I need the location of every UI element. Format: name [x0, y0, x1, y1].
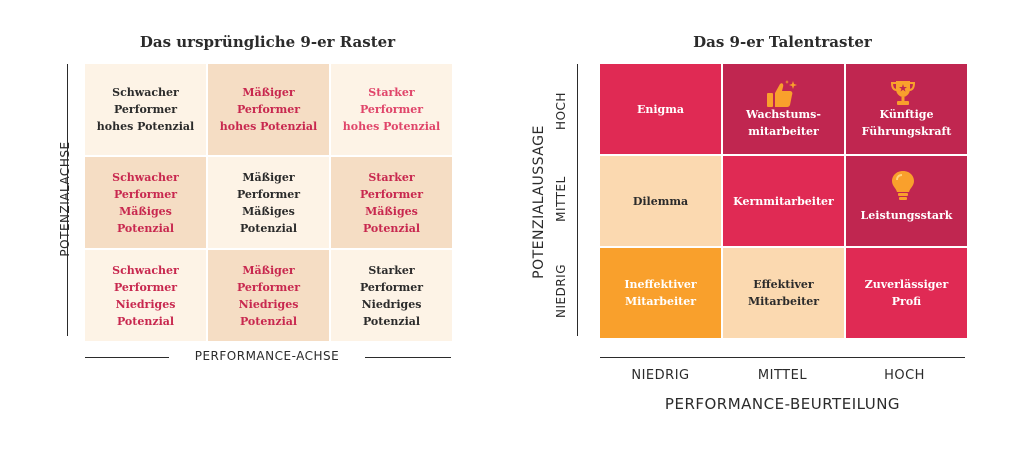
- right-cell-core-employee: Kernmitarbeiter: [723, 156, 844, 246]
- right-cell-label: Leistungsstark: [860, 208, 953, 222]
- left-cell-label: Mäßiger Performer Niedriges Potenzial: [236, 263, 301, 328]
- left-cell-label: Schwacher Performer hohes Potenzial: [96, 86, 195, 133]
- right-cell-enigma: Enigma: [600, 64, 721, 154]
- right-cell-label: Effektiver Mitarbeiter: [747, 278, 820, 308]
- thumbs-up-sparkle-icon: [767, 80, 797, 107]
- lightbulb-icon: [892, 171, 914, 200]
- right-cell-growth-employee: Wachstums- mitarbeiter: [723, 64, 844, 154]
- right-y-tick-niedrig: NIEDRIG: [554, 264, 568, 319]
- left-cell-label: Schwacher Performer Mäßiges Potenzial: [112, 170, 179, 235]
- left-cell-label: Starker Performer Niedriges Potenzial: [359, 263, 424, 328]
- right-y-tick-mittel: MITTEL: [554, 176, 568, 222]
- left-cell-label: Schwacher Performer Niedriges Potenzial: [112, 263, 179, 328]
- right-x-tick-niedrig: NIEDRIG: [631, 368, 690, 383]
- right-cell-high-performer: Leistungsstark: [846, 156, 967, 246]
- left-y-axis-label: POTENZIALACHSE: [58, 141, 72, 257]
- right-cell-future-leader: Künftige Führungskraft: [846, 64, 967, 154]
- left-cell-weak-performer-high-potential: Schwacher Performer hohes Potenzial: [85, 64, 206, 155]
- left-cell-strong-performer-high-potential: Starker Performer hohes Potenzial: [331, 64, 452, 155]
- left-cell-label: Mäßiger Performer hohes Potenzial: [219, 86, 318, 133]
- right-cell-dilemma: Dilemma: [600, 156, 721, 246]
- right-cell-label: Enigma: [636, 102, 685, 116]
- right-cell-reliable-pro: Zuverlässiger Profi: [846, 248, 967, 338]
- right-chart-title: Das 9-er Talentraster: [693, 33, 872, 51]
- right-x-axis-line: [600, 357, 965, 358]
- right-cell-label: Ineffektiver Mitarbeiter: [624, 278, 697, 308]
- right-cell-label: Dilemma: [632, 194, 689, 208]
- left-cell-moderate-performer-high-potential: Mäßiger Performer hohes Potenzial: [208, 64, 329, 155]
- right-y-axis-label: POTENZIALAUSSAGE: [531, 125, 547, 279]
- left-y-axis-line: [67, 64, 68, 336]
- right-x-tick-mittel: MITTEL: [757, 368, 808, 383]
- left-cell-moderate-performer-low-potential: Mäßiger Performer Niedriges Potenzial: [208, 250, 329, 341]
- left-cell-weak-performer-low-potential: Schwacher Performer Niedriges Potenzial: [85, 250, 206, 341]
- left-chart-title: Das ursprüngliche 9-er Raster: [139, 33, 396, 51]
- right-cell-label: Künftige Führungskraft: [861, 108, 952, 138]
- left-x-axis-line-left: [85, 357, 169, 358]
- right-y-axis-line: [577, 64, 578, 336]
- left-cell-strong-performer-mid-potential: Starker Performer Mäßiges Potenzial: [331, 157, 452, 248]
- right-cell-ineffective-employee: Ineffektiver Mitarbeiter: [600, 248, 721, 338]
- left-cell-label: Mäßiger Performer Mäßiges Potenzial: [236, 170, 301, 235]
- trophy-icon: [890, 81, 916, 105]
- right-cell-label: Zuverlässiger Profi: [864, 278, 949, 308]
- left-cell-weak-performer-mid-potential: Schwacher Performer Mäßiges Potenzial: [85, 157, 206, 248]
- right-y-tick-hoch: HOCH: [554, 92, 568, 130]
- right-x-axis-label: PERFORMANCE-BEURTEILUNG: [664, 395, 901, 413]
- left-x-axis-label: PERFORMANCE-ACHSE: [194, 349, 340, 363]
- left-cell-label: Starker Performer hohes Potenzial: [342, 86, 441, 133]
- right-x-tick-hoch: HOCH: [884, 368, 925, 383]
- left-x-axis-line-right: [365, 357, 451, 358]
- left-cell-strong-performer-low-potential: Starker Performer Niedriges Potenzial: [331, 250, 452, 341]
- left-cell-moderate-performer-mid-potential: Mäßiger Performer Mäßiges Potenzial: [208, 157, 329, 248]
- left-cell-label: Starker Performer Mäßiges Potenzial: [359, 170, 424, 235]
- right-cell-label: Kernmitarbeiter: [733, 194, 834, 208]
- right-cell-effective-employee: Effektiver Mitarbeiter: [723, 248, 844, 338]
- right-cell-label: Wachstums- mitarbeiter: [746, 108, 821, 138]
